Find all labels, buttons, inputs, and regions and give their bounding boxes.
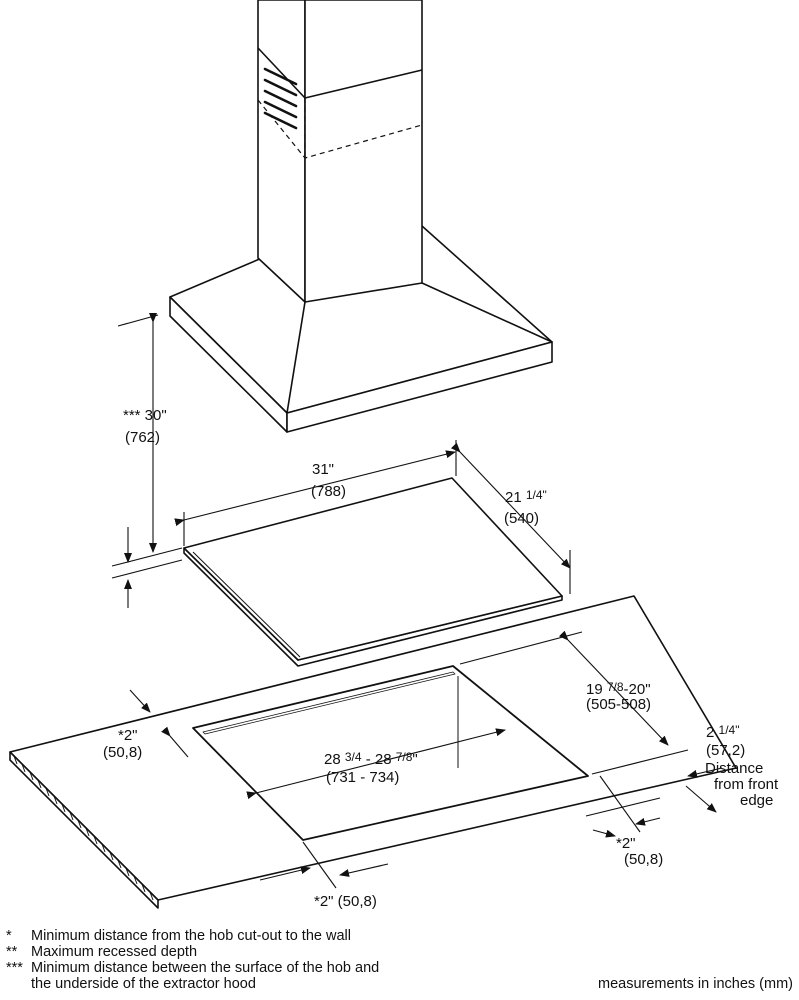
hob-width-inch: 31" [312, 461, 334, 478]
hob-width-mm: (788) [311, 483, 346, 500]
right-clearance-inch: *2" [616, 835, 636, 852]
right-clearance-mm: (50,8) [624, 851, 663, 868]
legend-mark-3: *** [6, 960, 23, 976]
hob-depth-frac: 1/4" [526, 488, 547, 502]
front-distance-whole: 2 [706, 724, 719, 741]
cutout-width-inch: 28 3/4 - 28 7/8" [324, 750, 418, 768]
cutout-width-mm: (731 - 734) [326, 769, 399, 786]
cutout-width-p3: " [412, 751, 417, 768]
legend-text-1: Minimum distance from the hob cut-out to… [31, 928, 351, 944]
legend-text-3: Minimum distance between the surface of … [31, 960, 380, 976]
front-distance-mm: (57,2) [706, 742, 745, 759]
legend-text-2: Maximum recessed depth [31, 944, 198, 960]
hob-depth-mm: (540) [504, 510, 539, 527]
legend-mark-spacer [6, 976, 31, 992]
hood-height-inch: *** 30" [123, 407, 167, 424]
hob-depth-whole: 21 [505, 489, 526, 506]
legend-item-1: * Minimum distance from the hob cut-out … [6, 928, 379, 944]
front-distance-label-1: Distance [705, 760, 763, 777]
cutout-width-f1: 3/4 [345, 750, 362, 764]
dimension-lines [111, 313, 723, 889]
cutout-width-f2: 7/8 [396, 750, 413, 764]
legend-item-3: *** Minimum distance between the surface… [6, 960, 379, 976]
front-distance-inch: 2 1/4" [706, 723, 739, 741]
cutout-width-p1: 28 [324, 751, 345, 768]
hood-height-mm: (762) [125, 429, 160, 446]
hood-chimney-right [304, 0, 423, 303]
cutout-depth-rest: -20" [624, 681, 651, 698]
countertop-edge-hatch [13, 755, 154, 901]
front-clearance-label: *2" (50,8) [314, 893, 377, 910]
legend-text-3b: the underside of the extractor hood [31, 976, 256, 992]
front-distance-label-3: edge [740, 792, 773, 809]
cutout-depth-frac: 7/8 [607, 680, 624, 694]
extractor-hood [169, 0, 553, 433]
hood-chimney-left [257, 0, 306, 303]
hood-canopy-side [286, 341, 553, 433]
legend-item-3-cont: the underside of the extractor hood [6, 976, 379, 992]
hob-depth-inch: 21 1/4" [505, 488, 547, 506]
legend-mark-1: * [6, 928, 12, 944]
legend-mark-2: ** [6, 944, 18, 960]
hood-vent-louvers [263, 67, 298, 130]
cutout-depth-mm: (505-508) [586, 696, 651, 713]
cutout-depth-inch: 19 7/8-20" [586, 680, 651, 698]
front-distance-label-2: from front [714, 776, 779, 793]
cutout-depth-whole: 19 [586, 681, 607, 698]
dimension-labels: *** 30" (762) 31" (788) 21 1/4" (540) 19… [103, 407, 779, 910]
left-clearance-mm: (50,8) [103, 744, 142, 761]
units-note: measurements in inches (mm) [598, 976, 793, 992]
cutout-width-p2: - 28 [362, 751, 396, 768]
left-clearance-inch: *2" [118, 727, 138, 744]
front-distance-frac: 1/4" [719, 723, 740, 737]
legend-item-2: ** Maximum recessed depth [6, 944, 379, 960]
footnote-legend: * Minimum distance from the hob cut-out … [6, 928, 379, 992]
